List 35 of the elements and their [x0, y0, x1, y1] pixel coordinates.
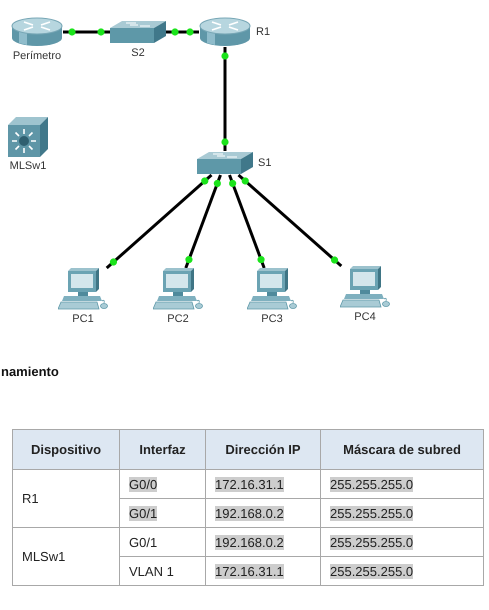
device-label: MLSw1 — [10, 160, 46, 173]
device-label: S2 — [131, 47, 145, 60]
device-name: MLSw1 — [22, 549, 66, 564]
device-label: R1 — [256, 26, 270, 38]
ip-address: 172.16.31.1 — [215, 476, 284, 492]
network-link — [166, 28, 199, 36]
ip-address: 172.16.31.1 — [215, 564, 284, 578]
section-heading: namiento — [1, 364, 59, 380]
network-link — [63, 28, 110, 36]
device-label: PC4 — [354, 311, 376, 324]
subnet-mask: 255.255.255.0 — [330, 506, 414, 520]
network-link — [106, 174, 212, 270]
column-header: Dispositivo — [12, 430, 120, 470]
network-link — [184, 174, 222, 269]
device-label: PC1 — [72, 313, 94, 326]
subnet-mask: 255.255.255.0 — [330, 476, 414, 492]
interface-name: G0/0 — [129, 476, 158, 492]
device-label: PC2 — [167, 313, 189, 326]
network-link — [228, 174, 266, 269]
device-label: S1 — [258, 156, 272, 170]
interface-name: G0/1 — [129, 534, 158, 550]
column-header: Interfaz — [120, 430, 206, 470]
network-link — [221, 47, 229, 151]
network-link — [238, 174, 342, 268]
ip-address: 192.168.0.2 — [215, 534, 284, 550]
device-label: PC3 — [261, 313, 283, 326]
ip-address: 192.168.0.2 — [215, 506, 284, 520]
column-header: Dirección IP — [206, 430, 320, 470]
subnet-mask: 255.255.255.0 — [330, 534, 414, 550]
device-label: Perímetro — [12, 50, 62, 63]
interface-name: VLAN 1 — [129, 564, 174, 578]
interface-name: G0/1 — [129, 506, 158, 520]
column-header: Máscara de subred — [320, 430, 484, 470]
subnet-mask: 255.255.255.0 — [330, 564, 414, 578]
device-name: R1 — [22, 491, 39, 506]
